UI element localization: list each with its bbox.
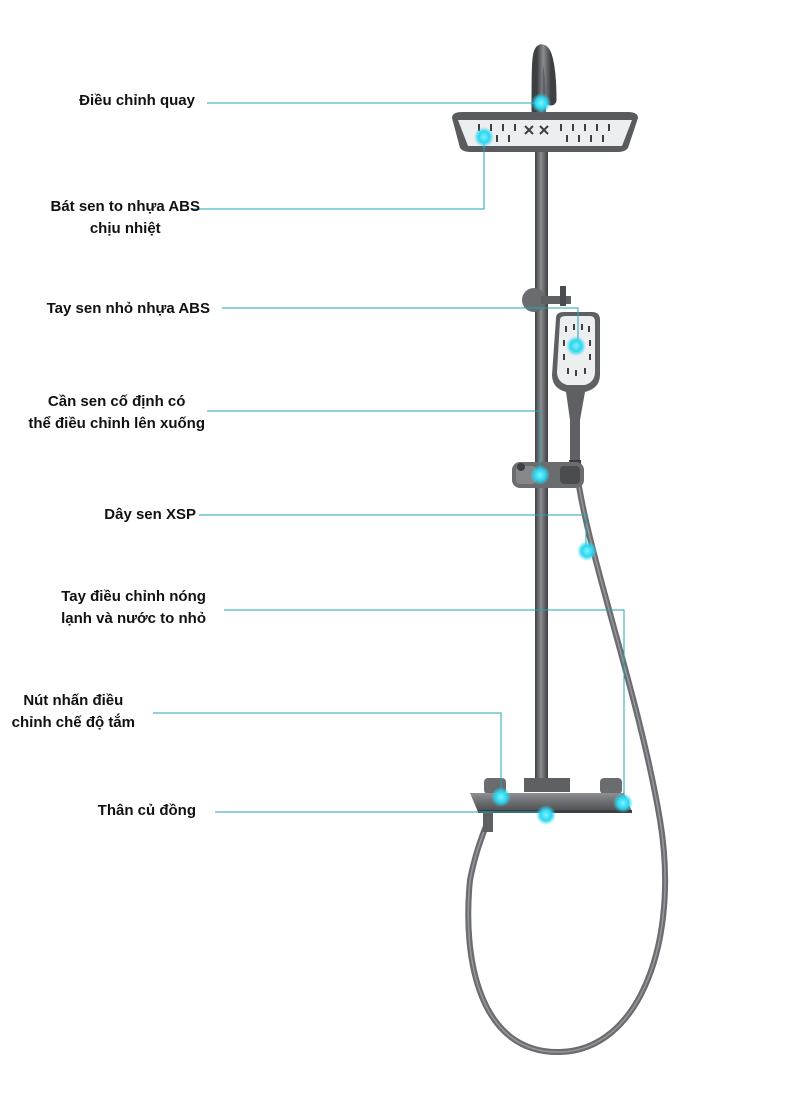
label-line: Tay sen nhỏ nhựa ABS — [46, 300, 210, 317]
label-line: Thân củ đồng — [97, 802, 196, 819]
leader-button — [153, 712, 502, 797]
mixer-body — [470, 778, 632, 832]
marker-lever — [613, 793, 633, 813]
leader-overhead — [192, 137, 485, 210]
marker-handheld — [566, 336, 586, 356]
label-overhead-shower: Bát sen to nhựa ABS chịu nhiệt — [51, 196, 201, 240]
label-hand-shower: Tay sen nhỏ nhựa ABS — [47, 298, 210, 320]
overhead-shower-head — [452, 112, 638, 152]
label-brass-body: Thân củ đồng — [98, 800, 196, 822]
label-temperature-lever: Tay điều chỉnh nóng lạnh và nước to nhỏ — [61, 586, 206, 630]
marker-body — [536, 805, 556, 825]
leader-handheld — [222, 307, 579, 346]
label-line: lạnh và nước to nhỏ — [61, 610, 206, 627]
label-rotation-adjust: Điều chỉnh quay — [79, 90, 195, 112]
label-line: chịu nhiệt — [89, 220, 161, 237]
label-line: Tay điều chỉnh nóng — [61, 588, 206, 605]
label-line: chỉnh chế độ tắm — [11, 714, 135, 731]
label-line: Dây sen XSP — [104, 506, 196, 523]
leader-lever — [224, 609, 625, 803]
marker-overhead — [474, 127, 494, 147]
marker-rail — [530, 465, 550, 485]
label-hose: Dây sen XSP — [104, 504, 196, 526]
marker-rotate — [531, 93, 551, 113]
label-line: Cần sen cố định có — [47, 393, 186, 410]
label-line: Điều chỉnh quay — [79, 92, 195, 109]
label-line: Nút nhấn điều — [23, 692, 124, 709]
label-line: Bát sen to nhựa ABS — [50, 198, 201, 215]
label-line: thể điều chỉnh lên xuống — [28, 415, 205, 432]
leader-rail — [207, 410, 541, 475]
marker-hose — [577, 541, 597, 561]
leader-hose — [199, 514, 587, 551]
marker-button — [491, 787, 511, 807]
hose — [465, 477, 669, 1056]
handheld-holder — [522, 286, 571, 312]
label-mode-button: Nút nhấn điều chỉnh chế độ tắm — [12, 690, 135, 734]
label-adjustable-rail: Cần sen cố định có thể điều chỉnh lên xu… — [28, 391, 205, 435]
